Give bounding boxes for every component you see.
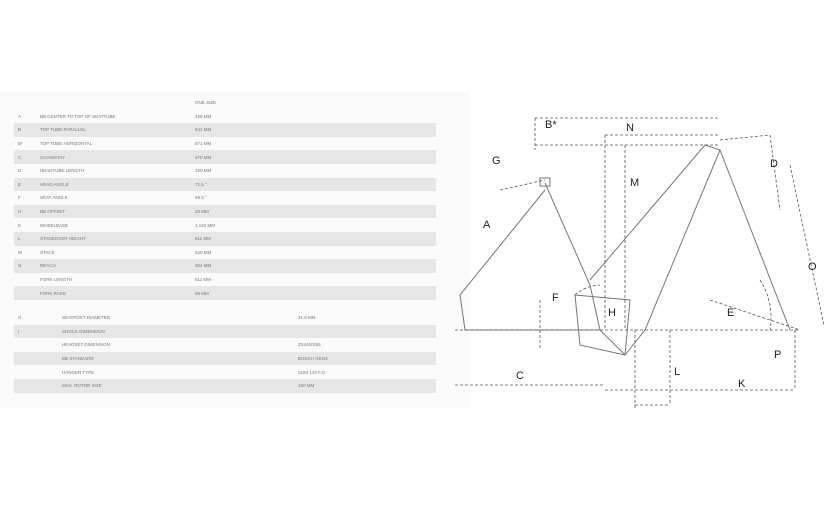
cell-key: C (18, 154, 22, 160)
table-row: G SEATPOST DIAMETER 31.6 MM (14, 311, 436, 325)
cell-key: E (18, 181, 22, 187)
table-row: E HEAD ANGLE 71.5 ° (14, 177, 436, 192)
cell-value: 470 MM (195, 154, 212, 160)
cell-label: TOP TUBE HORIZONTAL (40, 141, 93, 147)
label-a: A (483, 219, 491, 231)
table-row: K WHEELBASE 1.162 MM (14, 218, 436, 232)
table-row: D HEADTUBE LENGTH 150 MM (14, 164, 436, 178)
cell-label: SEAT ANGLE (40, 195, 68, 201)
table-row: FORK RAKE 55 MM (14, 286, 436, 300)
cell-label: MAX. ROTOR SIZE (62, 383, 102, 389)
cell-key: M (18, 249, 22, 255)
cell-value: 69.5 ° (195, 195, 207, 201)
table-row: MAX. ROTOR SIZE 160 MM (14, 378, 436, 393)
label-f: F (552, 292, 559, 304)
cell-label: HANGER TYPE (62, 369, 95, 375)
cell-value: 150 MM (195, 168, 212, 174)
table-row: N REACH 354 MM (14, 259, 436, 273)
cell-key: A (18, 113, 22, 119)
cell-label: HEAD ANGLE (40, 181, 69, 187)
cell-value: SUM 143 F.O (298, 369, 326, 375)
cell-value: 571 MM (195, 141, 212, 147)
geometry-table: ONE SIZE A BB CENTER TO TOP OF SEATTUBE 45… (14, 96, 436, 300)
cell-label: FORK RAKE (40, 290, 67, 296)
cell-label: BB CENTER TO TOP OF SEATTUBE (40, 113, 116, 119)
cell-label: HEADTUBE LENGTH (40, 168, 85, 174)
cell-value: ZS44/ZS55 (298, 342, 321, 348)
table-row: I SHOCK DIMENSION (14, 324, 436, 339)
cell-label: STANDOVER HEIGHT (40, 236, 86, 242)
cell-key: F (18, 195, 21, 201)
cell-label: STACK (40, 249, 55, 255)
cell-label: CHAINSTAY (40, 154, 66, 160)
cell-label: HEADSET DIMENSION (62, 342, 110, 348)
cell-key: H (18, 209, 22, 215)
cell-key: I (18, 328, 20, 334)
cell-label: REACH (40, 263, 56, 269)
table-row: HEADSET DIMENSION ZS44/ZS55 (14, 338, 436, 352)
cell-value: 620 MM (195, 249, 212, 255)
table-header: ONE SIZE (195, 100, 217, 106)
cell-label: TOP TUBE PARALLEL (40, 127, 86, 133)
cell-key: D (18, 168, 22, 174)
cell-label: BB OFFSET (40, 209, 66, 215)
cell-value: 71.5 ° (195, 181, 207, 187)
table-row: BB STANDARD BOSCH GEN3 (14, 351, 436, 366)
cell-key: B (18, 127, 22, 133)
cell-key: K (18, 222, 22, 228)
table-row: B TOP TUBE PARALLEL 541 MM (14, 123, 436, 137)
cell-value: 611 MM (195, 236, 211, 242)
table-row: B* TOP TUBE HORIZONTAL 571 MM (14, 137, 436, 151)
label-c: C (516, 370, 524, 382)
table-row: HANGER TYPE SUM 143 F.O (14, 365, 436, 379)
cell-value: 541 MM (195, 127, 212, 133)
seatpost-clamp (539, 177, 551, 187)
label-o: O (808, 261, 817, 273)
cell-label: SHOCK DIMENSION (62, 328, 105, 334)
label-k: K (738, 378, 746, 390)
cell-key: N (18, 263, 22, 269)
cell-label: SEATPOST DIAMETER (62, 315, 111, 321)
cell-value: BOSCH GEN3 (298, 356, 328, 362)
label-g: G (492, 155, 501, 167)
cell-value: 455 MM (195, 113, 212, 119)
cell-value: 31.6 MM (298, 315, 316, 321)
cell-key: B* (18, 141, 23, 147)
cell-value: 160 MM (298, 383, 315, 389)
table-row: A BB CENTER TO TOP OF SEATTUBE 455 MM (14, 110, 436, 124)
table-row: F SEAT ANGLE 69.5 ° (14, 191, 436, 205)
cell-key: L (18, 236, 21, 242)
table-row: M STACK 620 MM (14, 246, 436, 260)
label-b: B* (545, 119, 557, 131)
label-e: E (727, 307, 734, 319)
label-d: D (770, 158, 778, 170)
label-h: H (608, 307, 616, 319)
cell-label: BB STANDARD (62, 356, 94, 362)
table-row: FORK LENGTH 511 MM (14, 273, 436, 287)
label-n: N (626, 122, 634, 134)
label-m: M (630, 177, 639, 189)
bike-geometry-diagram: B* N G M D A O F E H P C L K (455, 117, 824, 408)
specs-table: G SEATPOST DIAMETER 31.6 MM I SHOCK DIMENSIO… (14, 311, 436, 393)
cell-key: G (18, 315, 22, 321)
table-row: H BB OFFSET 25 MM (14, 204, 436, 219)
cell-value: 511 MM (195, 277, 211, 283)
label-l: L (674, 366, 680, 378)
cell-value: 25 MM (195, 209, 209, 215)
cell-label: FORK LENGTH (40, 277, 73, 283)
table-row: C CHAINSTAY 470 MM (14, 150, 436, 164)
label-p: P (774, 349, 781, 361)
cell-value: 55 MM (195, 290, 209, 296)
table-row: L STANDOVER HEIGHT 611 MM (14, 231, 436, 246)
cell-value: 1.162 MM (195, 222, 216, 228)
cell-label: WHEELBASE (40, 222, 69, 228)
dimension-lines (455, 117, 824, 408)
cell-value: 354 MM (195, 263, 212, 269)
